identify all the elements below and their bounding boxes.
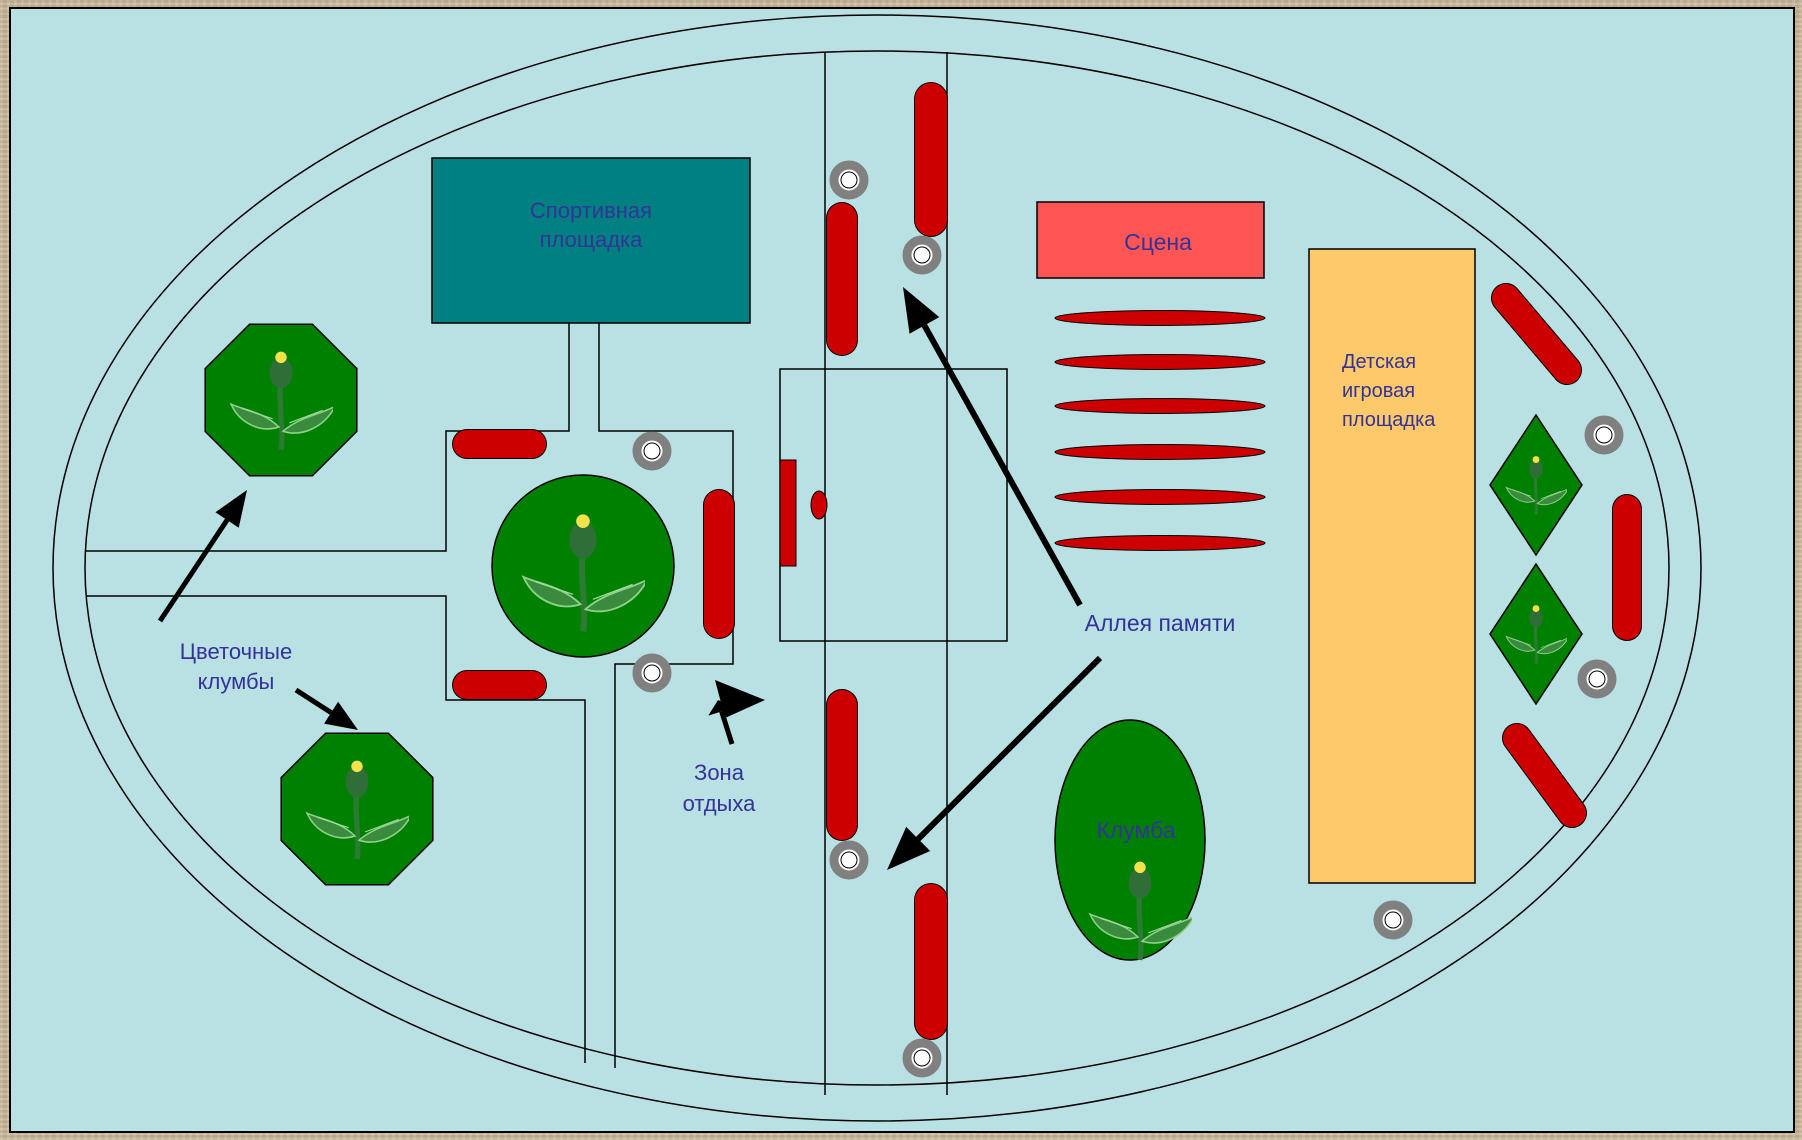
- lamp-icon: [632, 431, 672, 471]
- arrow-head: [887, 826, 931, 870]
- arrow-line: [294, 687, 333, 715]
- sports-ground: [431, 157, 751, 324]
- stage-label: Сцена: [1124, 229, 1192, 255]
- path-top-left: [86, 322, 570, 552]
- lamp-icon: [1584, 415, 1624, 455]
- arrow-head: [324, 701, 358, 730]
- arrow-line: [719, 710, 735, 745]
- lamp-icon: [902, 235, 942, 275]
- audience-bench: [1054, 310, 1266, 326]
- fountain-block: [779, 459, 797, 567]
- path-bottom-left: [86, 595, 586, 1063]
- fountain-dot: [810, 490, 828, 520]
- lamp-icon: [1373, 900, 1413, 940]
- bench: [1492, 284, 1581, 384]
- lamp-icon: [829, 840, 869, 880]
- lamp-icon: [632, 653, 672, 693]
- arrow-head: [708, 700, 735, 716]
- rest-zone-arrow-head: [715, 680, 765, 718]
- stage: [1036, 201, 1265, 279]
- park-inner-path: [84, 50, 1670, 1086]
- memory-alley-label: Аллея памяти: [1085, 610, 1236, 636]
- arrow-head: [903, 287, 940, 334]
- arrow-line: [916, 655, 1103, 842]
- park-outer-boundary: [52, 14, 1702, 1122]
- audience-bench: [1054, 535, 1266, 551]
- lamp-icon: [1577, 659, 1617, 699]
- childrens-playground: [1308, 248, 1476, 884]
- arrow-head: [215, 490, 247, 528]
- bench: [1503, 724, 1586, 827]
- plan-background: [9, 7, 1795, 1133]
- arrow-line: [921, 323, 1083, 607]
- audience-bench: [1054, 354, 1266, 370]
- audience-bench: [1054, 444, 1266, 460]
- audience-bench: [1054, 398, 1266, 414]
- flowerbed-oval: [1054, 719, 1206, 961]
- lamp-icon: [829, 160, 869, 200]
- flowerbed-label: Клумба: [1096, 817, 1175, 843]
- lamp-icon: [902, 1038, 942, 1078]
- arrow-line: [157, 518, 230, 623]
- audience-bench: [1054, 489, 1266, 505]
